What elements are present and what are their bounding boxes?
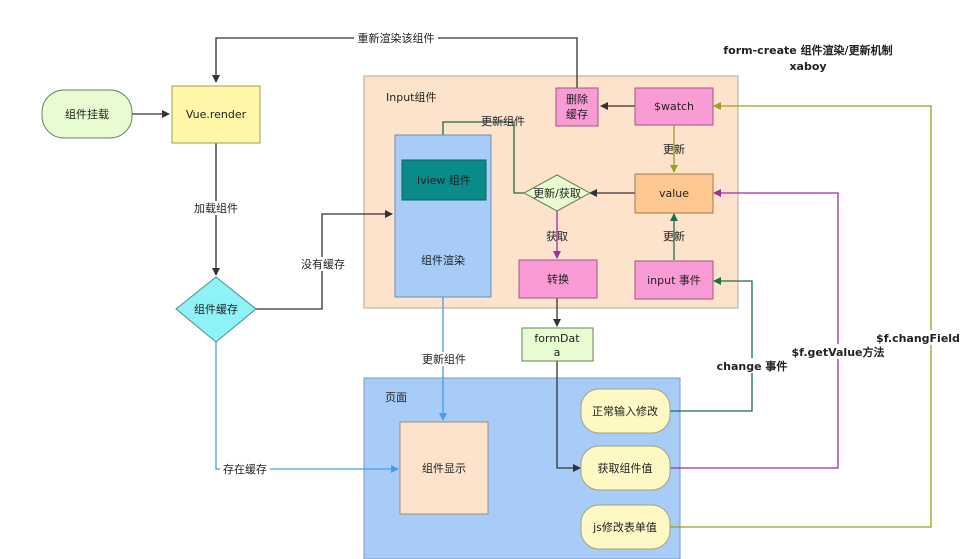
vue-render-node [171,85,261,144]
label-get-value-method: $f.getValue方法 [791,345,884,359]
formdata-label-2: a [554,346,561,359]
input-container-label: Input组件 [386,90,436,104]
edge-update-iview [439,121,524,194]
formdata-label-1: formDat [534,332,580,345]
edge-get-value-method [670,189,839,469]
edge-has-cache [215,342,399,473]
diagram-author: xaboy [789,60,826,73]
value-label: value [659,187,689,200]
value-node [634,173,714,214]
js-modify-node [580,504,671,550]
label-get: 获取 [546,230,568,243]
diagram-title: form-create 组件渲染/更新机制 [723,43,892,57]
mount-label: 组件挂载 [65,107,109,121]
watch-node [634,87,714,126]
label-update-watch: 更新 [663,142,685,156]
formdata-node [521,327,594,362]
label-change-event: change 事件 [717,359,788,373]
component-display-label: 组件显示 [422,461,466,475]
component-render-node [394,134,492,298]
edge-formdata-getvalue [556,361,581,472]
delete-cache-label-2: 缓存 [566,107,588,121]
convert-node [518,259,598,299]
component-render-label: 组件渲染 [421,253,465,267]
delete-cache-node [555,87,599,127]
get-value-label: 获取组件值 [598,461,653,475]
cache-diamond-label: 组件缓存 [194,302,238,316]
label-update-component-bottom: 更新组件 [422,352,466,366]
label-change-field: $f.changField [876,332,960,345]
update-get-diamond [522,174,592,212]
label-has-cache: 存在缓存 [223,462,267,476]
js-modify-label: js修改表单值 [592,520,657,534]
input-event-label: input 事件 [647,274,701,287]
iview-component-label: iview 组件 [417,173,471,187]
label-update-input: 更新 [663,229,685,243]
vue-render-label: Vue.render [186,108,247,121]
component-display-node [399,421,489,515]
normal-input-label: 正常输入修改 [592,404,658,418]
get-value-node [580,445,671,491]
watch-label: $watch [654,100,694,113]
edge-change-event [670,277,753,412]
edge-change-field [670,102,932,528]
input-event-node [634,260,714,300]
iview-component-node [401,159,487,201]
label-load: 加载组件 [194,201,238,215]
mount-node [41,89,133,139]
label-no-cache: 没有缓存 [301,257,345,271]
convert-label: 转换 [547,272,569,286]
normal-input-node [580,388,671,434]
cache-diamond [175,276,257,343]
label-rerender: 重新渲染该组件 [358,31,435,45]
delete-cache-label-1: 删除 [566,92,588,106]
update-get-label: 更新/获取 [533,186,581,200]
page-container-label: 页面 [385,391,407,404]
label-update-component-top: 更新组件 [481,114,525,128]
